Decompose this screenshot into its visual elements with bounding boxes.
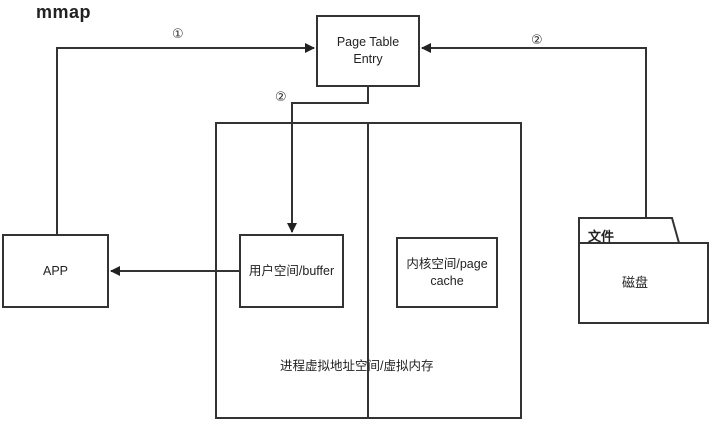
arrow-app-to-pte: [56, 43, 315, 234]
arrow-disk-to-pte: [421, 43, 647, 218]
user-buffer-node: 用户空间/buffer: [239, 234, 344, 308]
step-marker-app-to-pte: ①: [172, 26, 184, 41]
disk-label: 磁盘: [622, 275, 649, 290]
file-folder-tab-label: 文件: [588, 229, 615, 244]
virtual-address-space-label: 进程虚拟地址空间/虚拟内存: [280, 359, 434, 373]
step-marker-disk-to-pte: ②: [531, 32, 543, 47]
page-table-entry-label: Page Table Entry: [336, 35, 400, 66]
page-table-entry-node: Page Table Entry: [316, 15, 420, 87]
kernel-page-cache-label: 内核空间/page cache: [406, 256, 488, 288]
app-label: APP: [42, 263, 68, 278]
user-buffer-label: 用户空间/buffer: [248, 263, 335, 278]
virtual-address-space-kernel-region: [367, 122, 522, 419]
kernel-page-cache-node: 内核空间/page cache: [396, 237, 498, 308]
diagram-title: mmap: [36, 2, 92, 22]
step-marker-pte-to-buffer: ②: [275, 89, 287, 104]
app-node: APP: [2, 234, 109, 308]
arrow-pte-to-buffer: [287, 87, 369, 233]
